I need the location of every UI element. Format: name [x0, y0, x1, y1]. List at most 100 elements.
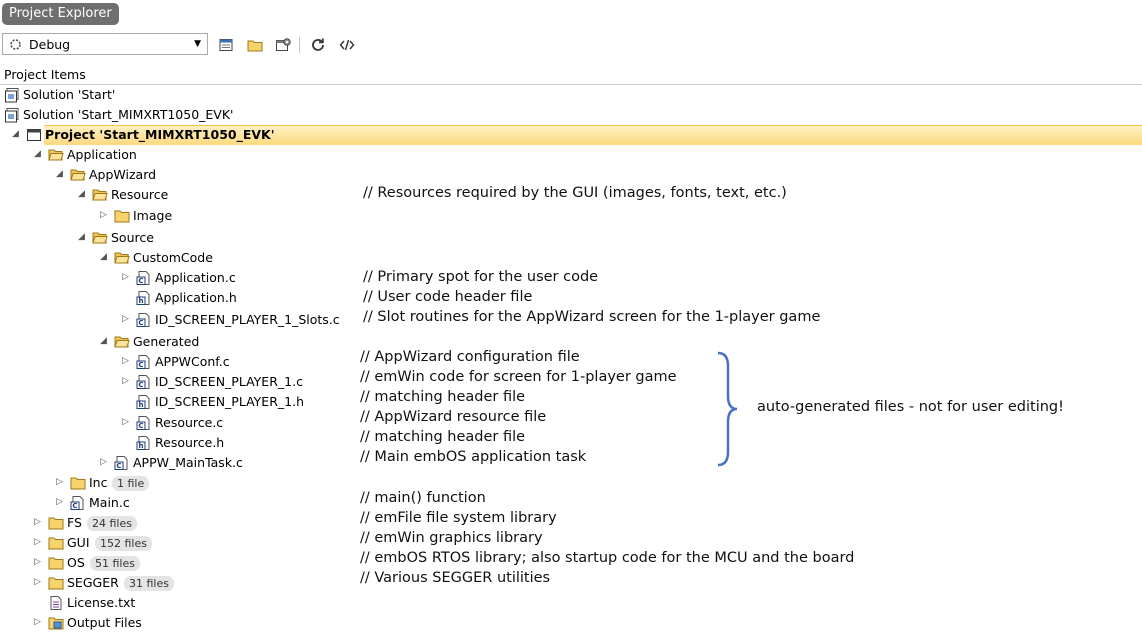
file-count-badge: 24 files: [87, 516, 137, 531]
c-file-icon: C: [136, 354, 152, 370]
h-file-icon: h: [136, 435, 152, 451]
file-count-badge: 152 files: [95, 536, 152, 551]
svg-text:C: C: [116, 462, 121, 470]
tree-row-label: Solution 'Start': [23, 87, 116, 102]
open-folder-icon[interactable]: [247, 37, 263, 53]
code-comment: // AppWizard resource file: [360, 409, 547, 425]
tree-row-label: Inc: [89, 475, 108, 490]
svg-text:h: h: [139, 442, 144, 450]
collapse-arrow-icon[interactable]: ◢: [12, 129, 19, 139]
tree-row-label: Resource.h: [155, 435, 225, 450]
code-comment: // Slot routines for the AppWizard scree…: [363, 309, 821, 325]
expand-arrow-icon[interactable]: ▷: [100, 457, 107, 467]
tree-row[interactable]: Solution 'Start': [0, 85, 1142, 105]
project-items-header: Project Items: [0, 65, 1142, 85]
tree-row-label: OS: [67, 555, 85, 570]
tree-row[interactable]: ◢ Resource: [0, 185, 1142, 205]
collapse-arrow-icon[interactable]: ◢: [34, 149, 41, 159]
tree-row-label: Output Files: [67, 615, 142, 630]
code-comment: // matching header file: [360, 429, 526, 445]
toolbar-separator: [299, 37, 300, 53]
code-comment: // AppWizard configuration file: [360, 349, 580, 365]
tree-row-label: Main.c: [89, 495, 130, 510]
tree-row[interactable]: ▷ Output Files: [0, 613, 1142, 633]
tree-row-label: ID_SCREEN_PLAYER_1.h: [155, 394, 304, 409]
tree-row[interactable]: h Resource.h: [0, 433, 1142, 453]
expand-arrow-icon[interactable]: ▷: [34, 617, 41, 627]
folder-open-icon: [92, 230, 108, 246]
expand-arrow-icon[interactable]: ▷: [122, 417, 129, 427]
expand-arrow-icon[interactable]: ▷: [34, 577, 41, 587]
tree-row-label: FS: [67, 515, 82, 530]
options-icon[interactable]: [275, 37, 291, 53]
expand-arrow-icon[interactable]: ▷: [34, 537, 41, 547]
expand-arrow-icon[interactable]: ▷: [122, 376, 129, 386]
code-comment: // emWin code for screen for 1-player ga…: [360, 369, 677, 385]
code-comment: // matching header file: [360, 389, 526, 405]
collapse-arrow-icon[interactable]: ◢: [100, 252, 107, 262]
tree-row-label: Application.h: [155, 290, 237, 305]
collapse-arrow-icon[interactable]: ◢: [56, 169, 63, 179]
generated-files-note: auto-generated files - not for user edit…: [757, 399, 1064, 415]
c-file-icon: C: [114, 455, 130, 471]
generated-files-brace: [717, 351, 738, 467]
tree-row[interactable]: ◢AppWizard: [0, 165, 1142, 185]
expand-arrow-icon[interactable]: ▷: [56, 477, 63, 487]
tree-row[interactable]: ◢Application: [0, 145, 1142, 165]
tree-row[interactable]: ▷ FS 24 files: [0, 513, 1142, 533]
configuration-select[interactable]: Debug ▼: [2, 33, 208, 55]
expand-arrow-icon[interactable]: ▷: [34, 557, 41, 567]
tree-row-label: Resource: [111, 187, 169, 202]
tree-row[interactable]: ◢ Project 'Start_MIMXRT1050_EVK': [0, 125, 1142, 145]
folder-icon: [70, 475, 86, 491]
tree-row[interactable]: ▷ Image: [0, 206, 1142, 226]
file-count-badge: 51 files: [90, 556, 140, 571]
refresh-icon[interactable]: [310, 37, 326, 53]
explorer-toolbar: Debug ▼: [0, 31, 1142, 59]
tree-row[interactable]: ◢ Source: [0, 228, 1142, 248]
tree-row-label: ID_SCREEN_PLAYER_1.c: [155, 374, 303, 389]
chevron-down-icon[interactable]: ▼: [194, 39, 201, 49]
project-explorer-tab[interactable]: Project Explorer: [2, 3, 119, 25]
expand-arrow-icon[interactable]: ▷: [122, 314, 129, 324]
solution-icon: [4, 87, 20, 103]
code-comment: // Resources required by the GUI (images…: [363, 185, 787, 201]
folder-open-icon: [48, 147, 64, 163]
tree-row[interactable]: ◢Solution 'Start_MIMXRT1050_EVK': [0, 105, 1142, 125]
expand-arrow-icon[interactable]: ▷: [56, 497, 63, 507]
tree-row-label: Project 'Start_MIMXRT1050_EVK': [45, 127, 275, 142]
expand-arrow-icon[interactable]: ▷: [100, 210, 107, 220]
tree-row[interactable]: ◢Generated: [0, 332, 1142, 352]
expand-arrow-icon[interactable]: ▷: [122, 356, 129, 366]
tree-row[interactable]: ◢CustomCode: [0, 248, 1142, 268]
expand-arrow-icon[interactable]: ▷: [34, 517, 41, 527]
collapse-arrow-icon[interactable]: ◢: [100, 336, 107, 346]
expand-arrow-icon[interactable]: ▷: [122, 272, 129, 282]
h-file-icon: h: [136, 290, 152, 306]
tree-row[interactable]: ▷ OS 51 files: [0, 553, 1142, 573]
tree-row[interactable]: License.txt: [0, 593, 1142, 613]
tree-row-label: Image: [133, 208, 173, 223]
svg-text:C: C: [138, 319, 143, 327]
configuration-label: Debug: [29, 37, 71, 52]
collapse-arrow-icon[interactable]: ◢: [78, 232, 85, 242]
code-icon[interactable]: [339, 37, 355, 53]
code-comment: // Main embOS application task: [360, 449, 587, 465]
configuration-icon: [10, 39, 21, 50]
tree-row-label: Source: [111, 230, 154, 245]
collapse-arrow-icon[interactable]: ◢: [78, 189, 85, 199]
folder-icon: [48, 575, 64, 591]
properties-icon[interactable]: [218, 37, 234, 53]
